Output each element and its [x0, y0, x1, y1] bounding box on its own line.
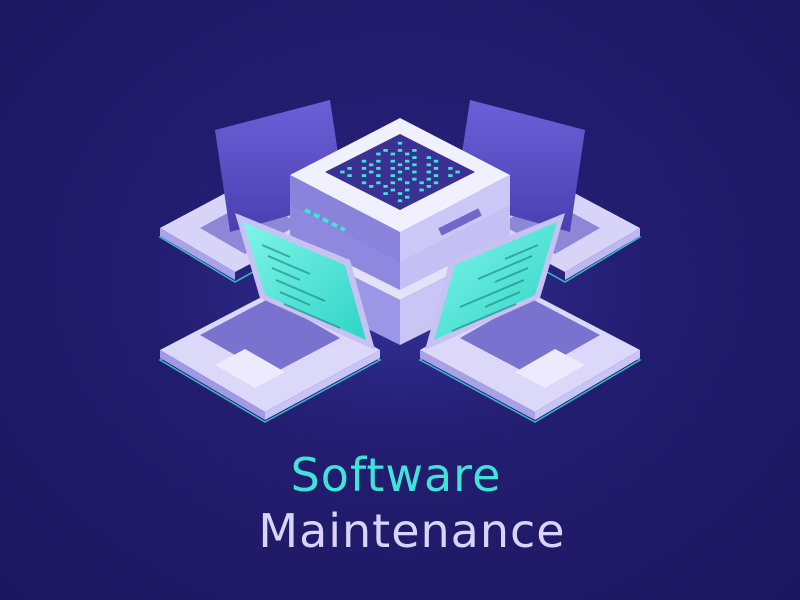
led-dot	[376, 167, 381, 170]
led-dot	[390, 167, 395, 170]
led-dot	[433, 167, 439, 170]
led-dot	[412, 177, 417, 181]
led-dot	[397, 177, 403, 181]
led-dot	[376, 159, 381, 163]
led-dot	[361, 181, 367, 185]
laptop-icon	[418, 213, 642, 423]
led-dot	[397, 192, 403, 195]
led-dot	[361, 174, 367, 177]
led-dot	[405, 152, 410, 156]
led-dot	[412, 163, 417, 167]
led-dot	[426, 163, 431, 167]
server-led-grid	[340, 141, 460, 203]
led-dot	[390, 152, 395, 156]
led-dot	[390, 174, 395, 177]
led-dot	[383, 185, 388, 188]
led-dot	[433, 159, 439, 163]
headline-software: Software	[290, 448, 502, 502]
led-dot	[390, 159, 395, 163]
led-dot	[412, 156, 417, 159]
led-dot	[361, 159, 367, 163]
led-dot	[412, 170, 417, 174]
led-dot	[405, 167, 410, 170]
led-dot	[433, 174, 439, 177]
led-dot	[426, 156, 431, 159]
led-dot	[419, 181, 424, 185]
led-dot	[412, 149, 417, 152]
led-dot	[347, 174, 352, 177]
led-dot	[376, 181, 381, 185]
led-dot	[369, 170, 374, 174]
led-dot	[397, 141, 403, 145]
led-dot	[405, 195, 410, 199]
led-dot	[397, 199, 403, 203]
led-dot	[405, 181, 410, 185]
led-dot	[390, 188, 395, 192]
led-dot	[376, 152, 381, 156]
led-dot	[369, 163, 374, 167]
led-dot	[383, 149, 388, 152]
led-dot	[383, 192, 388, 195]
led-dot	[347, 167, 352, 170]
led-dot	[390, 181, 395, 185]
led-dot	[448, 174, 453, 177]
led-dot	[433, 181, 439, 185]
laptop-icon	[158, 100, 345, 283]
led-dot	[448, 167, 453, 170]
server-stack-icon	[290, 118, 510, 364]
led-dot	[397, 170, 403, 174]
laptop-icon	[158, 213, 382, 423]
led-dot	[340, 170, 345, 174]
led-dot	[405, 188, 410, 192]
led-dot	[397, 163, 403, 167]
led-dot	[405, 159, 410, 163]
led-dot	[426, 185, 431, 188]
headline-maintenance: Maintenance	[258, 504, 566, 558]
led-dot	[397, 149, 403, 152]
led-dot	[426, 177, 431, 181]
led-dot	[419, 188, 424, 192]
led-dot	[361, 167, 367, 170]
led-dot	[455, 170, 460, 174]
led-dot	[369, 185, 374, 188]
led-dot	[376, 174, 381, 177]
led-dot	[426, 170, 431, 174]
